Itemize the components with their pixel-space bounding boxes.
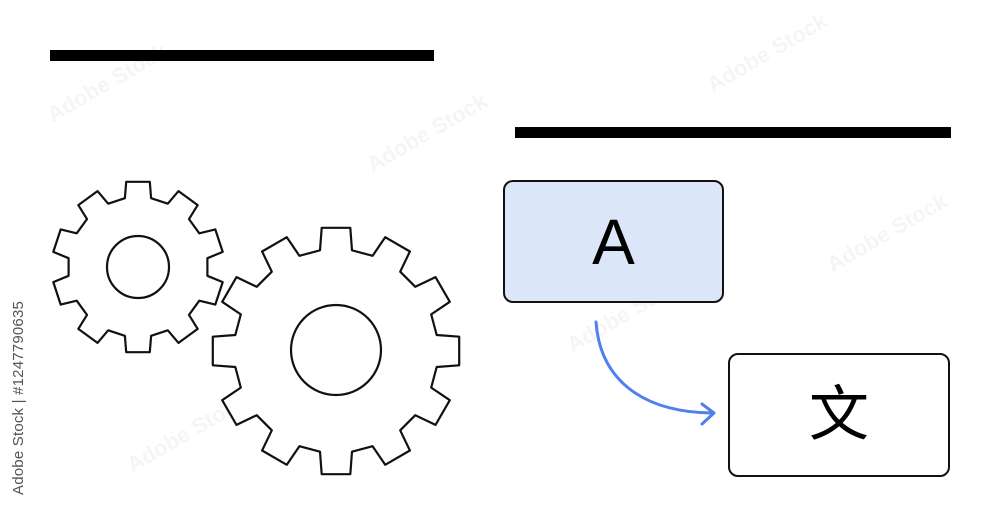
- target-language-box: 文: [728, 353, 950, 477]
- stock-id-label: Adobe Stock | #1247790635: [10, 300, 27, 496]
- header-bar-right: [515, 127, 951, 138]
- gear-hole: [105, 234, 171, 300]
- gear-hole: [289, 303, 383, 397]
- source-letter: A: [592, 205, 635, 278]
- target-character: 文: [809, 380, 869, 450]
- source-language-box: A: [503, 180, 724, 303]
- header-bar-left: [50, 50, 434, 61]
